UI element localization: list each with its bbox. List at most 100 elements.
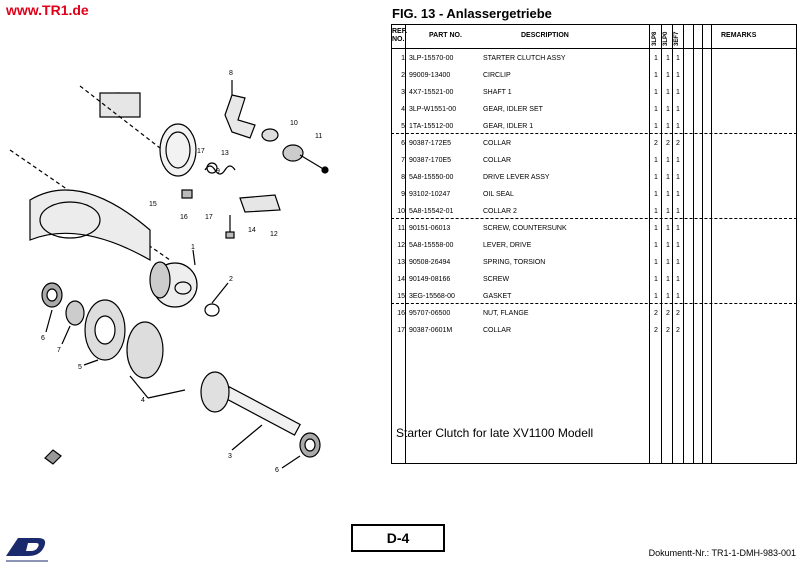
description-cell: COLLAR: [483, 327, 512, 334]
figure-title: FIG. 13 - Anlassergetriebe: [392, 6, 552, 21]
part-no-cell: 3EG-15568-00: [409, 293, 455, 300]
quantity-cell: 1: [654, 208, 658, 215]
quantity-cell: 1: [654, 293, 658, 300]
quantity-cell: 1: [666, 191, 670, 198]
quantity-cell: 1: [676, 157, 680, 164]
ref-no-cell: 16: [397, 310, 405, 317]
quantity-cell: 1: [666, 293, 670, 300]
description-cell: CIRCLIP: [483, 72, 511, 79]
exploded-parts-diagram: 8 10 11 17 13 9 15 16 17 14 12 1 2 6 7 5…: [9, 70, 329, 474]
quantity-cell: 1: [654, 106, 658, 113]
description-cell: GEAR, IDLER SET: [483, 106, 543, 113]
part-no-cell: 3LP-15570-00: [409, 55, 454, 62]
parts-table: REF. NO. PART NO. DESCRIPTION REMARKS 3L…: [391, 24, 797, 464]
callout-6b: 6: [275, 467, 279, 474]
ref-no-cell: 2: [401, 72, 405, 79]
quantity-cell: 1: [666, 123, 670, 130]
quantity-cell: 1: [666, 72, 670, 79]
callout-16: 16: [180, 214, 188, 221]
part-no-cell: 3LP-W1551-00: [409, 106, 457, 113]
callout-5: 5: [78, 364, 82, 371]
part-no-cell: 90508-26494: [409, 259, 451, 266]
callout-3: 3: [228, 453, 232, 460]
quantity-cell: 1: [654, 191, 658, 198]
callout-1: 1: [191, 244, 195, 251]
description-cell: OIL SEAL: [483, 191, 514, 198]
quantity-cell: 1: [666, 208, 670, 215]
site-url[interactable]: www.TR1.de: [6, 2, 89, 18]
description-cell: SHAFT 1: [483, 89, 512, 96]
ref-no-cell: 14: [397, 276, 405, 283]
quantity-cell: 2: [654, 140, 658, 147]
ref-no-cell: 3: [401, 89, 405, 96]
part-no-cell: 1TA-15512-00: [409, 123, 454, 130]
part-no-cell: 90387-0601M: [409, 327, 453, 334]
callout-13: 13: [221, 150, 229, 157]
callout-9: 9: [216, 168, 220, 175]
quantity-cell: 1: [666, 157, 670, 164]
quantity-cell: 1: [654, 276, 658, 283]
part-no-cell: 5A8-15550-00: [409, 174, 454, 181]
quantity-cell: 2: [666, 140, 670, 147]
description-cell: SCREW, COUNTERSUNK: [483, 225, 567, 232]
description-cell: SCREW: [483, 276, 510, 283]
quantity-cell: 1: [654, 55, 658, 62]
model-header-1: 3LP8: [652, 31, 658, 46]
quantity-cell: 1: [654, 89, 658, 96]
quantity-cell: 2: [676, 140, 680, 147]
ref-no-header: REF. NO.: [392, 28, 408, 43]
quantity-cell: 1: [666, 55, 670, 62]
part-no-cell: 90387-170E5: [409, 157, 452, 164]
quantity-cell: 1: [654, 157, 658, 164]
description-header: DESCRIPTION: [521, 32, 569, 39]
ref-no-cell: 1: [401, 55, 405, 62]
description-cell: COLLAR: [483, 157, 512, 164]
quantity-cell: 1: [654, 259, 658, 266]
callout-6: 6: [41, 335, 45, 342]
callout-11: 11: [315, 133, 322, 140]
quantity-cell: 1: [666, 106, 670, 113]
quantity-cell: 2: [654, 327, 658, 334]
callout-8: 8: [229, 70, 233, 77]
description-cell: COLLAR 2: [483, 208, 517, 215]
quantity-cell: 1: [654, 225, 658, 232]
quantity-cell: 1: [676, 208, 680, 215]
description-cell: LEVER, DRIVE: [483, 242, 532, 249]
callout-12: 12: [270, 231, 278, 238]
ref-no-cell: 7: [401, 157, 405, 164]
quantity-cell: 1: [676, 106, 680, 113]
part-no-cell: 4X7-15521-00: [409, 89, 454, 96]
company-logo: [6, 538, 48, 562]
description-cell: DRIVE LEVER ASSY: [483, 174, 550, 181]
callout-10: 10: [290, 120, 298, 127]
quantity-cell: 1: [676, 55, 680, 62]
quantity-cell: 1: [654, 72, 658, 79]
ref-no-cell: 4: [401, 106, 405, 113]
quantity-cell: 2: [666, 310, 670, 317]
quantity-cell: 1: [676, 89, 680, 96]
document-number: Dokumentt-Nr.: TR1-1-DMH-983-001: [648, 548, 796, 558]
callout-2: 2: [229, 276, 233, 283]
description-cell: NUT, FLANGE: [483, 310, 529, 317]
ref-no-cell: 13: [397, 259, 405, 266]
page-label: D-4: [351, 524, 445, 552]
quantity-cell: 1: [666, 259, 670, 266]
quantity-cell: 1: [676, 242, 680, 249]
part-no-cell: 93102-10247: [409, 191, 451, 198]
quantity-cell: 1: [676, 72, 680, 79]
description-cell: SPRING, TORSION: [483, 259, 546, 266]
ref-no-cell: 12: [397, 242, 405, 249]
ref-no-cell: 15: [397, 293, 405, 300]
part-no-cell: 90149-08166: [409, 276, 451, 283]
quantity-cell: 2: [666, 327, 670, 334]
